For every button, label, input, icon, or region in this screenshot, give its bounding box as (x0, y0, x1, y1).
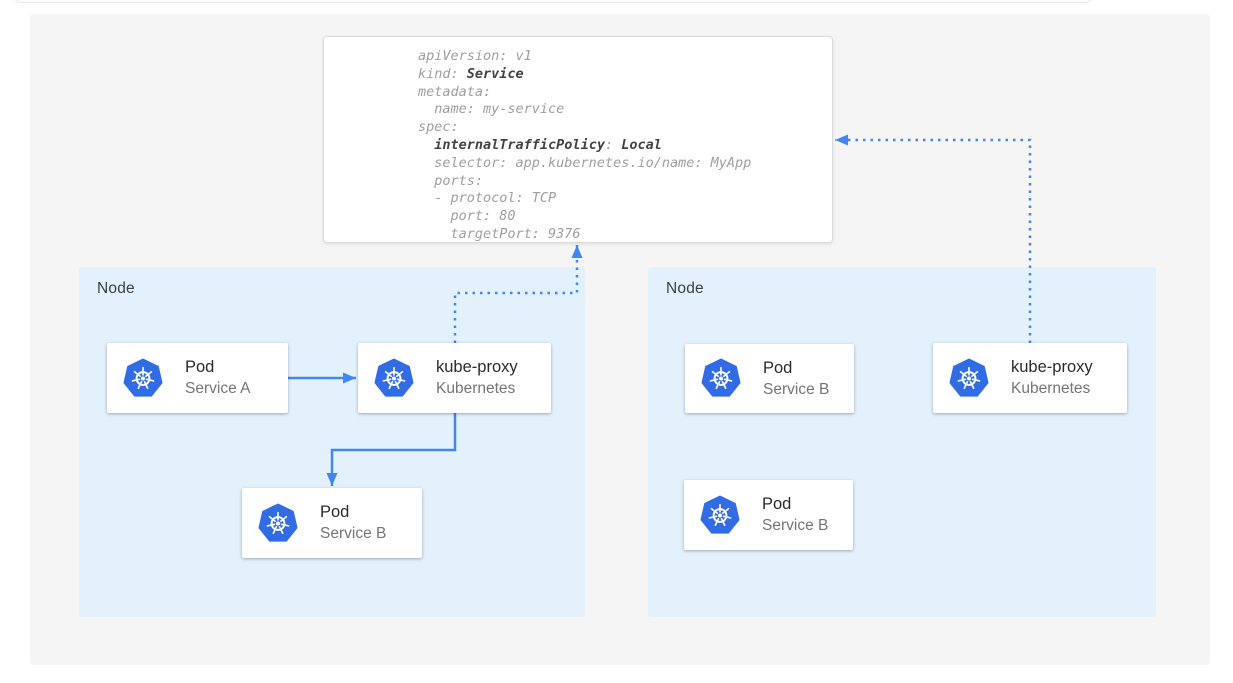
node-label: Node (666, 280, 704, 297)
node-right: Node (648, 267, 1156, 617)
card-subtitle: Service A (185, 380, 251, 397)
yaml-code-line: apiVersion: v1 (418, 48, 832, 66)
card-title: Pod (762, 495, 792, 513)
card-subtitle: Service B (763, 380, 830, 398)
yaml-text: ports: (418, 172, 484, 189)
yaml-code-line: internalTrafficPolicy: Local (418, 137, 832, 155)
kubernetes-icon (123, 358, 163, 399)
yaml-code-line: metadata: (418, 84, 832, 102)
pod-service-a-card: Pod Service A (107, 343, 288, 413)
yaml-text: apiVersion: v1 (418, 48, 532, 64)
yaml-code-line: port: 80 (418, 208, 832, 226)
yaml-text-bold: Service (466, 65, 524, 82)
yaml-text-bold: internalTrafficPolicy (434, 136, 605, 153)
yaml-text: name: my-service (418, 101, 565, 118)
yaml-code-line: name: my-service (418, 101, 832, 119)
pod-service-b-card-right-bottom: Pod Service B (684, 480, 853, 550)
card-title: Pod (185, 358, 215, 376)
yaml-code-line: ports: (418, 173, 832, 191)
pod-service-b-card-right-top: Pod Service B (685, 344, 854, 413)
node-left: Node (79, 267, 585, 617)
yaml-text-bold: Local (621, 136, 662, 153)
pod-service-b-card-left: Pod Service B (242, 488, 422, 558)
yaml-code-line: - protocol: TCP (418, 190, 832, 208)
card-subtitle: Kubernetes (436, 380, 516, 397)
kube-proxy-card-left: kube-proxy Kubernetes (358, 343, 551, 413)
service-yaml-card: apiVersion: v1 kind: Service metadata: n… (323, 36, 833, 243)
yaml-code-line: selector: app.kubernetes.io/name: MyApp (418, 155, 832, 173)
card-title: Pod (763, 358, 793, 377)
kubernetes-icon (258, 503, 298, 544)
page-top-card-edge (13, 0, 1093, 3)
card-subtitle: Service B (320, 525, 387, 542)
yaml-text: targetPort: 9376 (418, 225, 581, 242)
yaml-text: - protocol: TCP (418, 190, 557, 207)
card-subtitle: Kubernetes (1011, 380, 1091, 397)
yaml-code-line: kind: Service (418, 66, 832, 84)
yaml-code-line: spec: (418, 119, 832, 137)
card-title: kube-proxy (1011, 358, 1093, 376)
yaml-text: metadata: (418, 83, 492, 100)
yaml-text: port: 80 (418, 208, 516, 225)
card-title: kube-proxy (436, 358, 518, 376)
yaml-text: spec: (418, 119, 459, 136)
yaml-text: selector: app.kubernetes.io/name: MyApp (418, 154, 752, 171)
kube-proxy-card-right: kube-proxy Kubernetes (933, 343, 1127, 413)
card-subtitle: Service B (762, 517, 829, 534)
node-label: Node (97, 280, 135, 297)
yaml-text (418, 137, 434, 153)
yaml-text: : (604, 136, 622, 153)
yaml-text: kind: (418, 65, 467, 82)
kubernetes-icon (700, 495, 740, 536)
kubernetes-icon (374, 358, 414, 399)
diagram-canvas: Node Node apiVersion: v1 kind: Service m… (30, 14, 1210, 665)
kubernetes-icon (701, 358, 741, 399)
yaml-code-line: targetPort: 9376 (418, 225, 832, 242)
kubernetes-icon (949, 358, 989, 399)
card-title: Pod (320, 503, 350, 521)
